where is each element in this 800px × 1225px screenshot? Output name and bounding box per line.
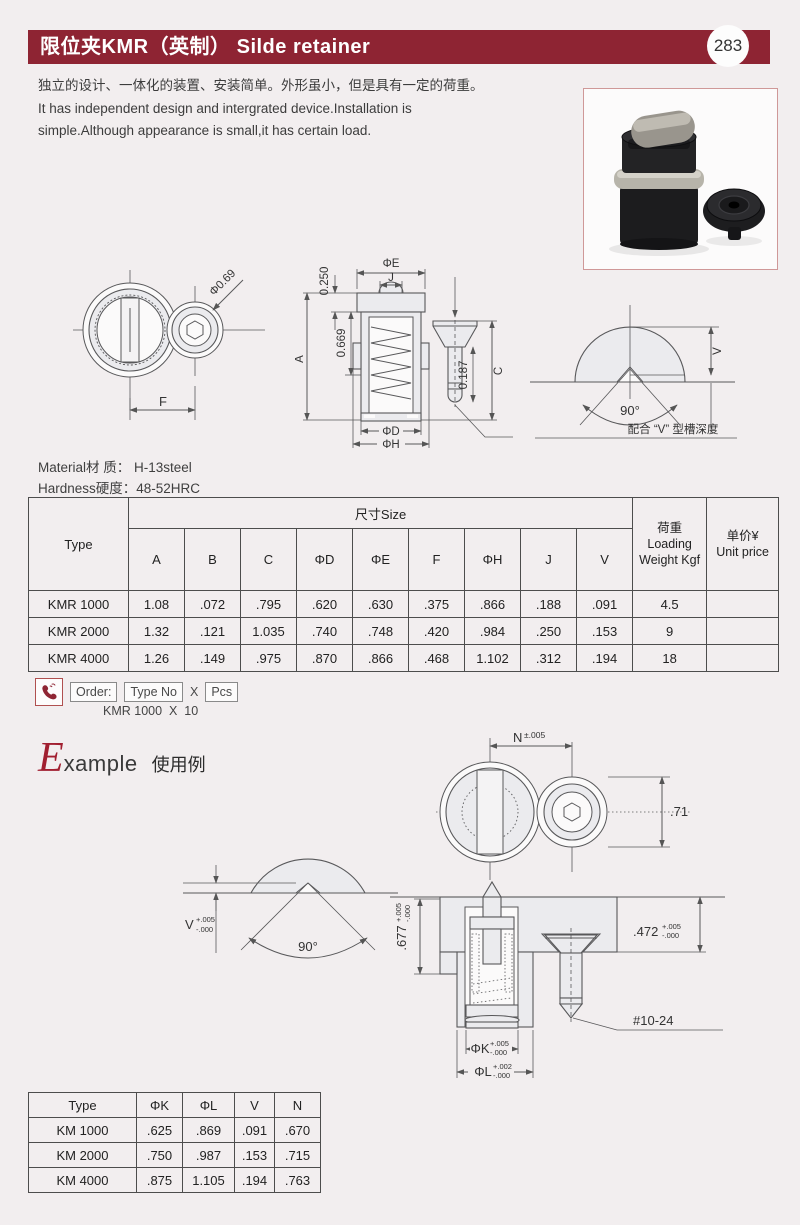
dim-v: V xyxy=(712,347,724,355)
col-header-dim: ΦH xyxy=(464,528,521,591)
product-photo-image xyxy=(609,110,765,256)
table-row: KMR 2000 1.32 .121 1.035 .740 .748 .420 … xyxy=(28,617,780,645)
intro-en-line1: It has independent design and intergrate… xyxy=(38,101,412,116)
col-header-dim: F xyxy=(408,528,465,591)
section-drawing: ΦE J A 0.250 0.669 0.187 C ΦD xyxy=(295,258,513,450)
col-header-dim: V xyxy=(575,528,634,591)
dim-472-tol-minus: -.000 xyxy=(662,931,679,940)
dim-472: .472 xyxy=(633,924,658,939)
dim-j: J xyxy=(388,272,394,284)
dim-phiL: ΦL xyxy=(474,1064,492,1079)
col-header-loading: 荷重 Loading Weight Kgf xyxy=(632,497,708,591)
dim-phiL-tol-plus: +.002 xyxy=(493,1062,512,1071)
dim-n: N xyxy=(513,732,522,745)
order-label: Order: xyxy=(70,682,118,702)
material-info: Material材 质： H-13steel Hardness硬度：48-52H… xyxy=(38,457,200,499)
dim-phiE: ΦE xyxy=(383,258,400,270)
example-top-view-drawing: N ±.005 .71 xyxy=(436,732,692,880)
hardness-line: Hardness硬度：48-52HRC xyxy=(38,481,201,496)
dim-v-tol-minus: -.000 xyxy=(196,925,213,934)
title-bar: 限位夹KMR（英制） Silde retainer xyxy=(28,30,770,64)
intro-en-line2: simple.Although appearance is small,it h… xyxy=(38,123,372,138)
dim-472-tol-plus: +.005 xyxy=(662,922,681,931)
size-table: Type 尺寸Size 荷重 Loading Weight Kgf 单价¥ Un… xyxy=(28,497,780,672)
order-times: X xyxy=(190,685,199,699)
col-header-price: 单价¥ Unit price xyxy=(706,497,780,591)
size-group-header: 尺寸Size xyxy=(127,497,634,529)
intro-en: It has independent design and intergrate… xyxy=(38,98,412,142)
intro-zh: 独立的设计、一体化的装置、安装简单。外形虽小，但是具有一定的荷重。 xyxy=(38,78,484,93)
dim-0669: 0.669 xyxy=(336,329,348,358)
example-rest: xample xyxy=(63,751,138,776)
page-number-badge: 283 xyxy=(707,25,749,67)
dim-angle-ex: 90° xyxy=(298,939,318,954)
col-header-dim: ΦD xyxy=(296,528,353,591)
dim-c: C xyxy=(493,367,505,375)
dim-677-tol-plus: +.005 xyxy=(394,903,403,922)
col-header-dim: ΦE xyxy=(352,528,409,591)
dim-phiK-tol-minus: -.000 xyxy=(490,1048,507,1057)
order-type-no: Type No xyxy=(124,682,183,702)
dim-angle: 90° xyxy=(620,403,640,418)
material-line: Material材 质： H-13steel xyxy=(38,460,192,475)
phone-icon xyxy=(35,678,63,706)
dim-phiL-tol-minus: -.000 xyxy=(493,1071,510,1080)
dim-a: A xyxy=(295,355,306,363)
dim-71: .71 xyxy=(670,804,688,819)
dim-dia069: Φ0.69 xyxy=(207,267,238,298)
top-view-drawing: Φ0.69 F xyxy=(73,267,265,420)
table-header-row: Type ΦK ΦL V N xyxy=(28,1092,321,1118)
dim-f: F xyxy=(159,394,167,409)
order-pcs: Pcs xyxy=(205,682,239,702)
dim-phiH: ΦH xyxy=(382,439,399,450)
dim-677: .677 xyxy=(394,925,409,950)
dim-677-tol-minus: -.000 xyxy=(403,905,412,922)
dim-phiK: ΦK xyxy=(470,1041,489,1056)
table-row: KM 2000 .750 .987 .153 .715 xyxy=(28,1142,321,1168)
order-row: Order: Type No X Pcs xyxy=(35,678,239,706)
col-header-type: Type xyxy=(28,497,129,591)
dim-phiD: ΦD xyxy=(382,426,399,438)
col-header-dim: A xyxy=(128,528,185,591)
order-sample: KMR 1000 X 10 xyxy=(103,704,199,718)
example-vgroove-drawing: 90° V +.005 -.000 xyxy=(183,858,398,959)
dim-phiK-tol-plus: +.005 xyxy=(490,1039,509,1048)
dim-v-tol-plus: +.005 xyxy=(196,915,215,924)
vgroove-note: 配合 “V” 型槽深度 xyxy=(628,422,719,436)
product-photo xyxy=(583,88,778,270)
example-zh: 使用例 xyxy=(151,755,206,775)
example-section-drawing: .677 +.005 -.000 .472 +.005 -.000 #10-24… xyxy=(390,880,725,1080)
thread-callout: #10-24 xyxy=(633,1013,673,1028)
table-row: KMR 1000 1.08 .072 .795 .620 .630 .375 .… xyxy=(28,590,780,618)
col-header-dim: B xyxy=(184,528,241,591)
table-row: KM 1000 .625 .869 .091 .670 xyxy=(28,1117,321,1143)
example-initial: E xyxy=(38,735,64,781)
table-row: KMR 4000 1.26 .149 .975 .870 .866 .468 1… xyxy=(28,644,780,672)
dim-n-tol: ±.005 xyxy=(524,732,545,740)
vgroove-drawing: V 90° 配合 “V” 型槽深度 xyxy=(530,305,737,439)
page-title: 限位夹KMR（英制） Silde retainer xyxy=(40,36,371,58)
col-header-dim: J xyxy=(520,528,577,591)
dim-v-ex: V xyxy=(185,917,194,932)
dim-0187: 0.187 xyxy=(458,361,470,390)
km-table: Type ΦK ΦL V N KM 1000 .625 .869 .091 .6… xyxy=(28,1092,321,1193)
col-header-dim: C xyxy=(240,528,297,591)
table-row: KM 4000 .875 1.105 .194 .763 xyxy=(28,1167,321,1193)
dim-0250: 0.250 xyxy=(319,267,331,296)
